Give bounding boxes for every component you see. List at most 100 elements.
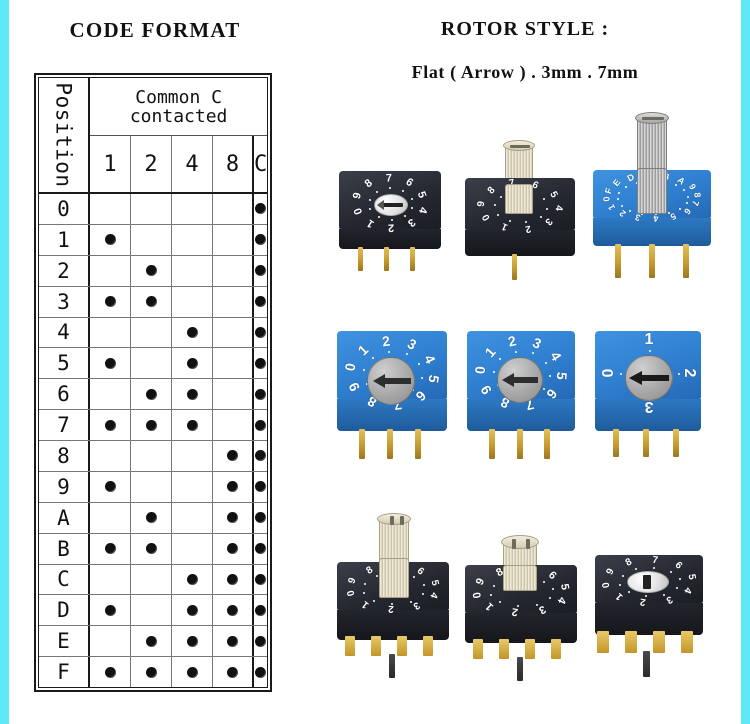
dial-tick (411, 207, 414, 210)
row-position-label: 0 (39, 194, 90, 224)
dial-tick (514, 351, 517, 354)
common-c-line1: Common C (135, 86, 222, 108)
dial-tick (624, 186, 627, 189)
dial-digit: 1 (613, 590, 626, 602)
dial-tick (497, 213, 500, 216)
pin-8-center (517, 657, 523, 681)
dial-tick (369, 208, 372, 211)
table-header: Position Common C contacted 1 2 4 8 C (39, 78, 268, 194)
rotor-arrow-5 (502, 373, 538, 387)
dial-digit: 5 (415, 189, 429, 200)
dial-tick (649, 349, 651, 352)
contact-dot (104, 666, 116, 678)
pin-4a (359, 429, 365, 459)
dial-tick (678, 373, 681, 375)
contact-dot (227, 512, 238, 524)
table-row: D (39, 595, 267, 627)
dial-digit: 3 (530, 334, 544, 353)
contact-dot (255, 666, 266, 678)
dial-tick (525, 221, 528, 224)
dial-tick (373, 599, 376, 602)
dial-digit: 5 (558, 583, 572, 592)
dial-digit: 0 (480, 212, 494, 223)
contact-dot (227, 543, 238, 555)
dial-digit: 0 (600, 580, 613, 589)
smd-pad-8a (473, 639, 483, 659)
dial-digit: 8 (692, 192, 703, 199)
contact-dot (186, 419, 198, 431)
row-position-label: 9 (39, 471, 90, 502)
contact-dot (227, 481, 238, 493)
dial-digit: 6 (681, 205, 693, 217)
smd-pad-9b (625, 631, 637, 653)
contact-dot (186, 666, 198, 678)
contact-cell-C (254, 379, 267, 409)
contact-cell-8 (213, 657, 254, 687)
rotor-style-panel: ROTOR STYLE : Flat ( Arrow ) . 3mm . 7mm… (315, 0, 741, 724)
rotor-slot-1 (379, 203, 403, 207)
dial-tick (402, 190, 405, 193)
smd-pad-8d (551, 639, 561, 659)
contact-cell-1 (90, 441, 131, 471)
contact-cell-2 (131, 441, 172, 471)
contact-cell-C (254, 348, 267, 378)
dial-tick (365, 382, 368, 385)
pin-3a (615, 244, 621, 278)
dial-digit: 5 (553, 371, 571, 381)
contact-cell-4 (172, 657, 213, 687)
dial-tick (674, 184, 677, 187)
dial-tick (363, 582, 366, 585)
smd-pad-7b (371, 636, 381, 656)
dial-digit: 4 (547, 348, 566, 364)
pin-5c (544, 429, 550, 459)
common-c-header: Common C contacted (90, 78, 268, 136)
rotor-shaft-3-lower (637, 168, 667, 214)
dial-digit: 5 (428, 578, 441, 587)
row-position-label: 5 (39, 348, 90, 379)
dial-tick (391, 602, 394, 605)
contact-dot (145, 388, 157, 400)
rotor-arrow-1 (377, 200, 384, 210)
smd-pad-8b (499, 639, 509, 659)
contact-cell-C (254, 318, 267, 348)
dial-tick (403, 215, 406, 218)
contact-cell-2 (131, 471, 172, 502)
dial-tick (389, 187, 392, 190)
dial-tick (679, 207, 682, 210)
bit-header-8: 8 (213, 136, 254, 192)
dial-digit: 9 (350, 191, 365, 201)
dial-digit: 4 (554, 594, 568, 606)
dial-tick (498, 601, 501, 604)
dial-tick (405, 353, 408, 356)
contact-dot (186, 604, 198, 616)
rotor-style-title: ROTOR STYLE : (440, 18, 610, 40)
dial-tick (363, 369, 366, 372)
dial-digit: 2 (524, 222, 532, 235)
contact-cell-4 (172, 502, 213, 533)
contact-cell-4 (172, 379, 213, 410)
rotor-shaft-cap-3 (635, 112, 669, 124)
dial-tick (546, 207, 549, 210)
contact-dot (255, 203, 266, 215)
contact-dot (145, 635, 157, 647)
pin-9-center (643, 651, 650, 677)
dial-tick (644, 595, 647, 598)
contact-cell-C (254, 225, 267, 255)
contact-cell-8 (213, 626, 254, 657)
row-position-label: 3 (39, 286, 90, 317)
dial-tick (489, 593, 492, 596)
dial-tick (542, 198, 545, 201)
dial-digit: 1 (481, 343, 499, 360)
contact-cell-C (254, 626, 267, 656)
dial-tick (549, 374, 552, 377)
dial-tick (412, 389, 415, 392)
smd-pad-9d (681, 631, 693, 653)
smd-pad-7c (397, 636, 407, 656)
rotor-shaft-2-lower (505, 184, 533, 214)
dial-tick (549, 597, 552, 600)
rotor-slot-9 (643, 575, 651, 589)
contact-dot (104, 296, 116, 308)
